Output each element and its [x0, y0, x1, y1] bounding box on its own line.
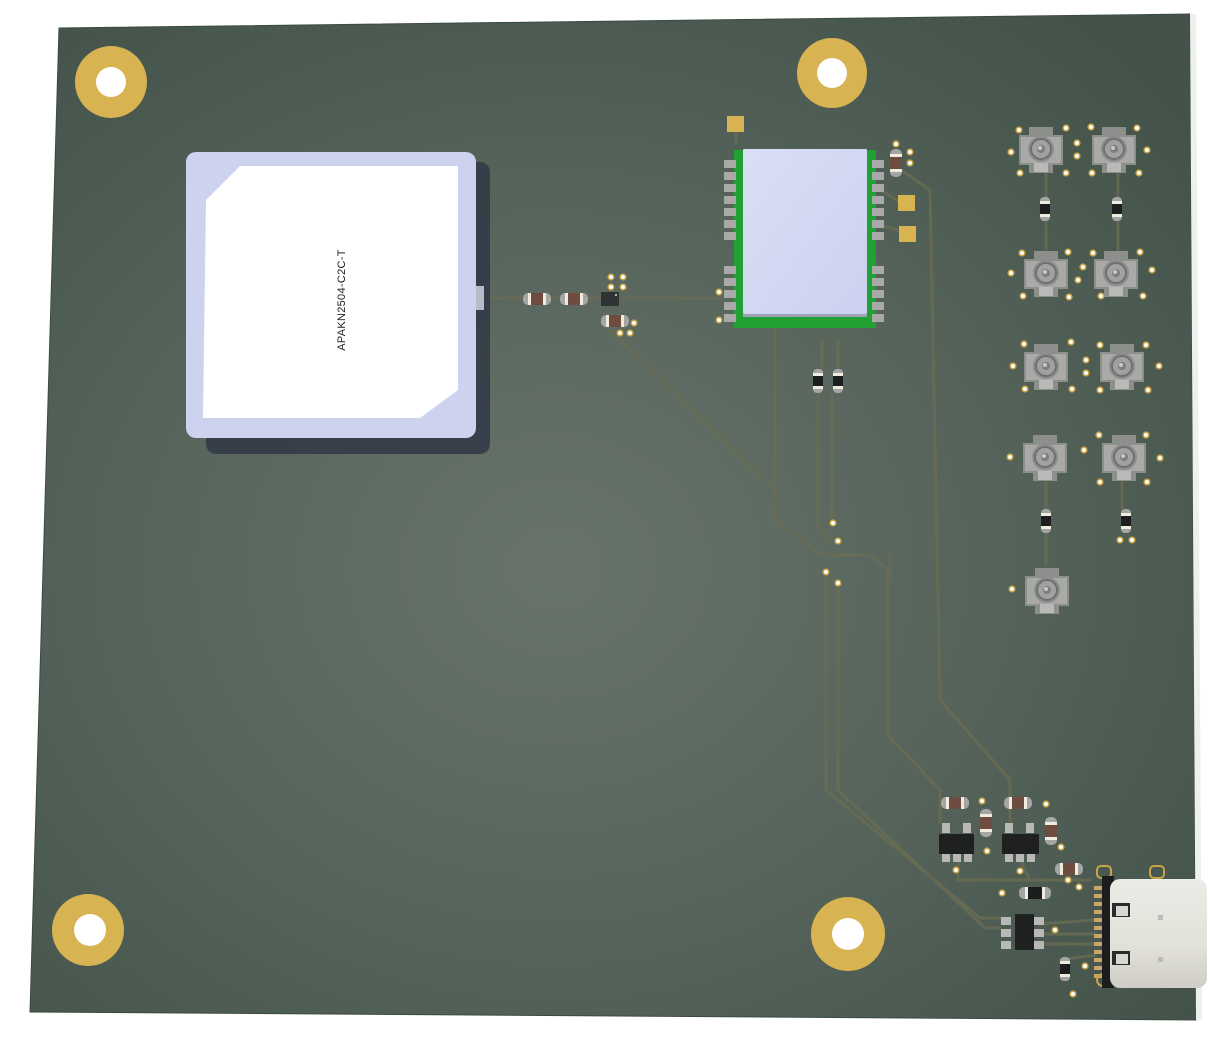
antenna-part-number: APAKN2504-C2C-T — [336, 249, 348, 351]
mounting-hole-3 — [52, 894, 124, 966]
mounting-hole-2 — [797, 38, 867, 108]
copper-traces — [480, 123, 1124, 962]
capacitor-c2 — [560, 293, 588, 305]
capacitor-c9 — [1055, 863, 1083, 875]
board-edge — [1190, 14, 1202, 1020]
resistor-r8 — [1060, 957, 1070, 981]
resistor-r5 — [1041, 509, 1051, 533]
mounting-hole-1 — [75, 46, 147, 118]
resistor-r4 — [1112, 197, 1122, 221]
resistor-r3 — [1040, 197, 1050, 221]
capacitor-c8 — [1045, 817, 1057, 845]
capacitor-c6 — [1004, 797, 1032, 809]
capacitor-c5 — [941, 797, 969, 809]
usb-c-connector — [1094, 865, 1207, 988]
mounting-hole-4 — [811, 897, 885, 971]
capacitor-c4 — [890, 149, 902, 177]
gnss-patch-antenna: APAKN2504-C2C-T — [186, 152, 490, 454]
rf-ic-u3 — [601, 292, 619, 306]
resistor-r6 — [1121, 509, 1131, 533]
rf-module-u1 — [724, 149, 884, 328]
test-pad-2 — [898, 195, 915, 211]
regulator-q1 — [939, 823, 974, 862]
capacitor-c3 — [601, 315, 629, 327]
capacitor-c1 — [523, 293, 551, 305]
resistor-r1 — [813, 369, 823, 393]
test-pad-1 — [727, 116, 744, 132]
ic-u2 — [1001, 914, 1044, 950]
test-pad-3 — [899, 226, 916, 242]
capacitor-c7 — [980, 809, 992, 837]
regulator-q2 — [1002, 823, 1039, 862]
resistor-r2 — [833, 369, 843, 393]
resistor-r7 — [1019, 887, 1051, 899]
